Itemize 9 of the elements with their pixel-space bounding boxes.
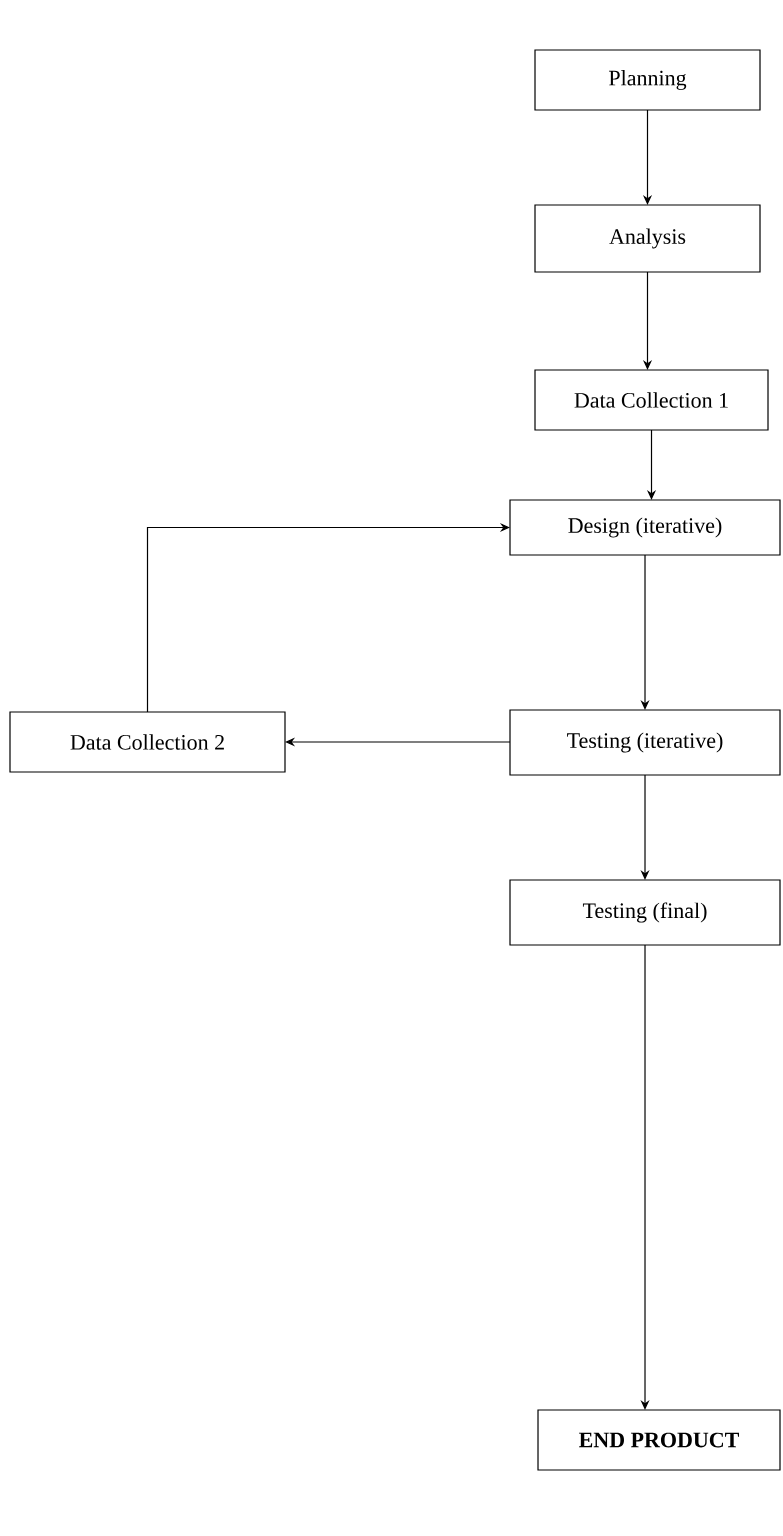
process-box: Analysis <box>534 204 761 273</box>
process-box: END PRODUCT <box>537 1409 781 1471</box>
process-box: Data Collection 2 <box>9 711 286 773</box>
process-box: Planning <box>534 49 761 111</box>
arrow <box>146 522 510 713</box>
process-box: Design (iterative) <box>509 499 781 556</box>
process-box: Data Collection 1 <box>534 369 769 431</box>
process-box: Testing (iterative) <box>509 709 781 776</box>
process-box: Testing (final) <box>509 879 781 946</box>
